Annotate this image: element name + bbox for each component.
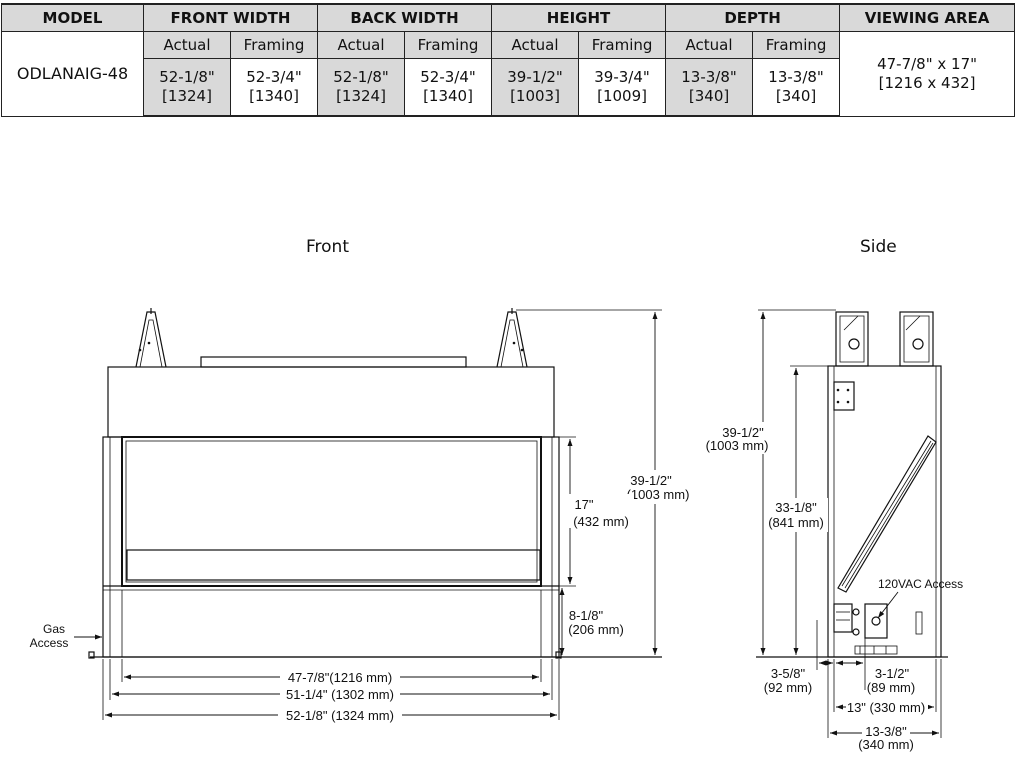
front-overall-width-label: 52-1/8" (1324 mm) <box>286 708 394 723</box>
side-120vac-box <box>864 603 888 639</box>
value-cell: 39-3/4"[1009] <box>578 58 667 117</box>
subheader-cell: Framing <box>752 31 841 59</box>
front-height-mm: (1003 mm) <box>627 487 690 502</box>
value-inches: 39-3/4" <box>594 68 650 86</box>
gas-access-label-line1: Gas <box>43 622 65 636</box>
front-viewing-height-mm: (432 mm) <box>573 514 629 529</box>
subheader-cell: Framing <box>404 31 493 59</box>
value-mm: [1003] <box>510 87 560 105</box>
front-top-vent <box>200 356 467 368</box>
subheader-cell: Framing <box>229 31 319 59</box>
subheader-cell: Actual <box>143 31 231 59</box>
side-height-label: 39-1/2" <box>722 425 764 440</box>
front-top-box <box>107 366 555 438</box>
front-bottom-mm: (206 mm) <box>568 622 624 637</box>
front-right-standoff <box>496 308 528 368</box>
value-mm: [340] <box>775 87 817 105</box>
value-mm: [1009] <box>597 87 647 105</box>
side-dim-a-label: 3-5/8" <box>771 666 806 681</box>
value-mm: [1324] <box>336 87 386 105</box>
value-cell: 13-3/8"[340] <box>665 58 754 117</box>
front-left-standoff <box>135 308 167 368</box>
model-cell: ODLANAIG-48 <box>1 31 144 117</box>
front-burner-tray <box>126 549 541 581</box>
side-dim-d-mm: (340 mm) <box>858 737 914 752</box>
value-mm: [340] <box>688 87 730 105</box>
side-body-height-label: 33-1/8" <box>775 500 817 515</box>
side-dim-c-label: 13" (330 mm) <box>847 700 925 715</box>
side-left-bracket <box>835 311 869 367</box>
front-bottom-label: 8-1/8" <box>569 608 604 623</box>
viewing-area-mm: [1216 x 432] <box>878 73 976 92</box>
side-dim-b-mm: (89 mm) <box>867 680 915 695</box>
value-cell: 39-1/2"[1003] <box>491 58 580 117</box>
value-inches: 52-3/4" <box>246 68 302 86</box>
front-viewing-window <box>121 436 542 587</box>
side-dim-a-mm: (92 mm) <box>764 680 812 695</box>
subheader-cell: Actual <box>491 31 580 59</box>
side-dim-b-label: 3-1/2" <box>875 666 910 681</box>
vac-access-leader <box>877 591 899 619</box>
side-dim-d-label: 13-3/8" <box>865 724 907 739</box>
front-viewing-height-label: 17" <box>574 497 593 512</box>
header-height: HEIGHT <box>491 3 667 32</box>
side-view: 120VAC Access 39-1/2" (1003 mm) 33-1/8" … <box>702 309 963 752</box>
front-height-label: 39-1/2" <box>630 473 672 488</box>
subheader-cell: Framing <box>578 31 667 59</box>
subheader-cell: Actual <box>665 31 754 59</box>
value-cell: 52-3/4"[1340] <box>404 58 493 117</box>
value-mm: [1324] <box>162 87 212 105</box>
header-viewing-area: VIEWING AREA <box>839 3 1015 32</box>
side-height-mm: (1003 mm) <box>706 438 769 453</box>
vac-access-label: 120VAC Access <box>878 577 963 591</box>
value-inches: 13-3/8" <box>681 68 737 86</box>
value-cell: 52-1/8"[1324] <box>143 58 231 117</box>
value-inches: 13-3/8" <box>768 68 824 86</box>
header-depth: DEPTH <box>665 3 841 32</box>
side-diagonal-panel <box>837 435 937 593</box>
front-inner-width-label: 51-1/4" (1302 mm) <box>286 687 394 702</box>
side-lower-bracket <box>833 603 853 633</box>
viewing-area-inches: 47-7/8" x 17" <box>877 54 978 73</box>
side-right-bracket <box>899 311 934 367</box>
value-mm: [1340] <box>423 87 473 105</box>
viewing-area-cell: 47-7/8" x 17" [1216 x 432] <box>839 31 1015 117</box>
value-cell: 52-3/4"[1340] <box>229 58 319 117</box>
value-cell: 13-3/8"[340] <box>752 58 841 117</box>
value-inches: 52-3/4" <box>420 68 476 86</box>
front-view: 39-1/2" (1003 mm) 17" (432 mm) 8-1/8" (2… <box>30 308 692 723</box>
value-inches: 39-1/2" <box>507 68 563 86</box>
spec-table: MODEL FRONT WIDTH BACK WIDTH HEIGHT DEPT… <box>1 3 1015 117</box>
value-inches: 52-1/8" <box>159 68 215 86</box>
value-mm: [1340] <box>249 87 299 105</box>
front-frame <box>102 436 560 658</box>
subheader-cell: Actual <box>317 31 406 59</box>
value-inches: 52-1/8" <box>333 68 389 86</box>
side-view-title: Side <box>860 237 897 257</box>
gas-access-label-line2: Access <box>30 636 69 650</box>
front-view-title: Front <box>306 237 349 257</box>
header-model: MODEL <box>1 3 144 32</box>
front-viewing-width-label: 47-7/8"(1216 mm) <box>288 670 392 685</box>
side-body-height-mm: (841 mm) <box>768 515 824 530</box>
